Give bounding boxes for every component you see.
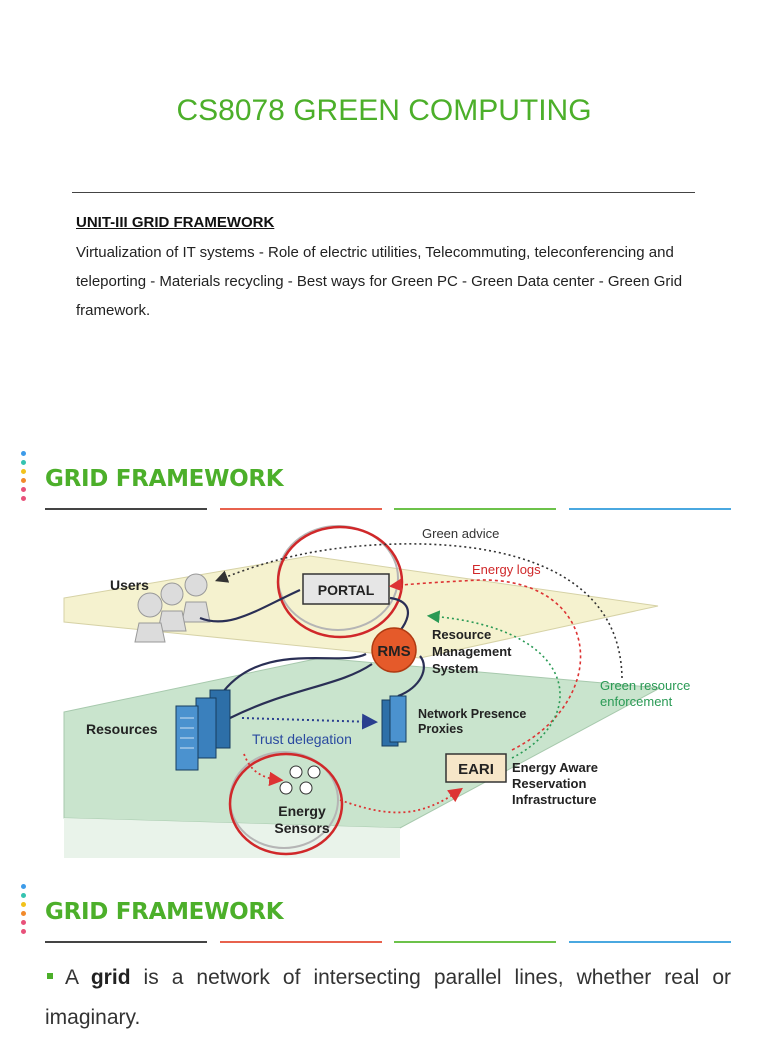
- bullet-square-icon: [47, 973, 53, 980]
- users-label: Users: [110, 577, 149, 593]
- slide1-title: GRID FRAMEWORK: [45, 466, 284, 492]
- user-plane: [63, 555, 659, 659]
- slide1-color-rule: [45, 508, 731, 511]
- trust-delegation-label: Trust delegation: [252, 731, 352, 747]
- unit-heading: UNIT-III GRID FRAMEWORK: [76, 214, 275, 231]
- slide2-color-rule: [45, 941, 731, 944]
- npp-desc-2: Proxies: [418, 722, 463, 736]
- npp-desc-1: Network Presence: [418, 707, 526, 721]
- rms-desc-2: Management: [432, 644, 512, 659]
- eari-label: EARI: [458, 761, 494, 778]
- green-resource-label-1: Green resource: [600, 678, 690, 693]
- bullet-prefix: A: [65, 966, 91, 989]
- portal-box: [302, 573, 390, 605]
- grid-framework-diagram: Users PORTAL Green advice Energy logs Gr…: [63, 525, 690, 858]
- decorative-dots: [21, 884, 27, 938]
- eari-desc-1: Energy Aware: [512, 760, 598, 775]
- proxy-server-icon: [381, 695, 407, 747]
- portal-label: PORTAL: [318, 582, 375, 598]
- rms-desc-1: Resource: [432, 627, 491, 642]
- sensors-desc-2: Sensors: [274, 820, 329, 836]
- bullet-bold-term: grid: [90, 966, 131, 989]
- title-divider: [72, 192, 695, 193]
- energy-sensor-icons: [279, 765, 321, 795]
- rms-node: [371, 627, 417, 673]
- slide2-title: GRID FRAMEWORK: [45, 899, 284, 925]
- eari-desc-3: Infrastructure: [512, 792, 597, 807]
- energy-logs-label: Energy logs: [472, 562, 541, 577]
- resources-label: Resources: [86, 721, 158, 737]
- document-title: CS8078 GREEN COMPUTING: [176, 94, 592, 127]
- rms-label: RMS: [377, 643, 410, 660]
- eari-box: [445, 753, 507, 783]
- users-icon: [134, 573, 211, 643]
- server-rack-icon: [175, 689, 231, 771]
- decorative-dots: [21, 451, 27, 505]
- bullet-rest: is a network of intersecting parallel li…: [45, 966, 731, 1029]
- bullet-item: A grid is a network of intersecting para…: [45, 958, 731, 1038]
- green-resource-label-2: enforcement: [600, 694, 673, 709]
- green-advice-label: Green advice: [422, 526, 499, 541]
- rms-desc-3: System: [432, 661, 478, 676]
- sensors-desc-1: Energy: [278, 803, 326, 819]
- eari-desc-2: Reservation: [512, 776, 586, 791]
- unit-syllabus-text: Virtualization of IT systems - Role of e…: [76, 244, 683, 319]
